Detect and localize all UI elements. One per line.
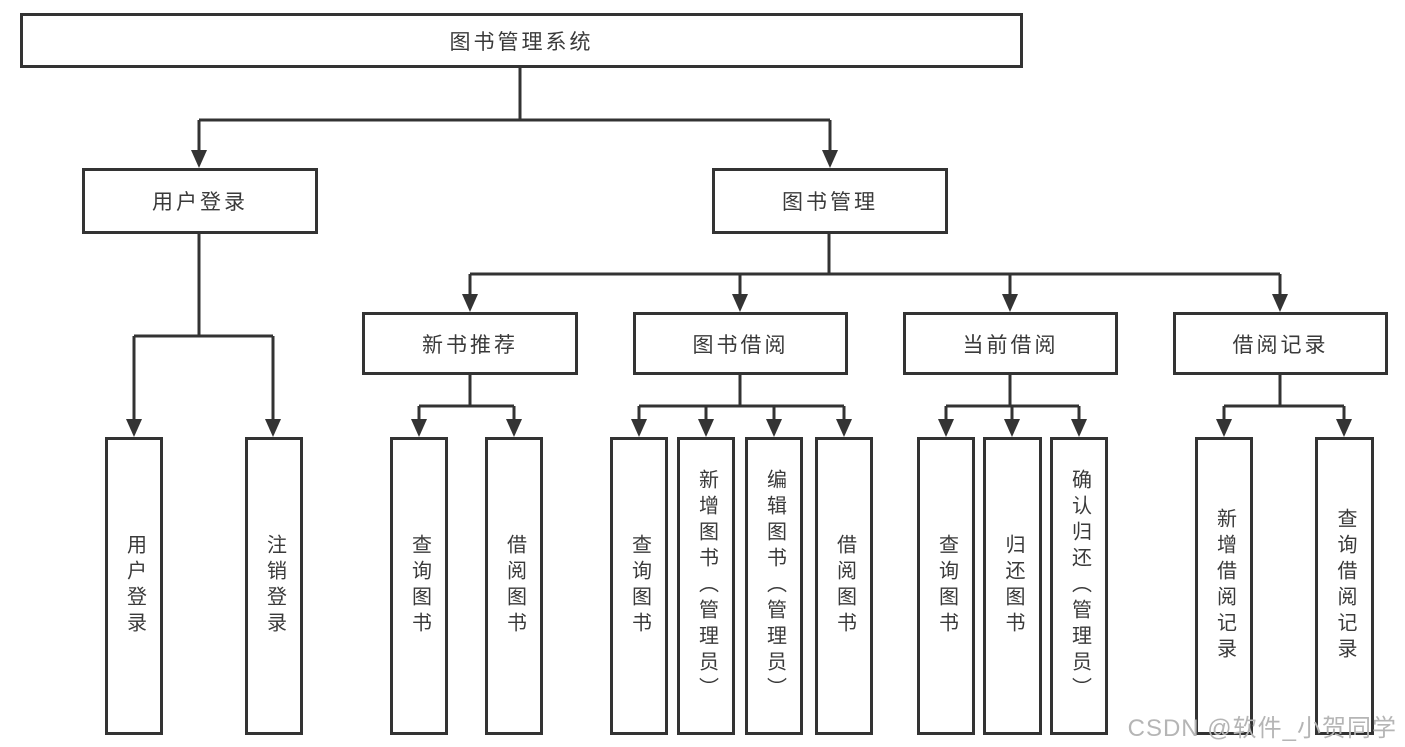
leaf-label: 新增借阅记录 (1213, 508, 1236, 664)
leaf-label: 查询图书 (935, 534, 958, 638)
leaf-label: 归还图书 (1002, 534, 1024, 638)
node-label: 图书借阅 (692, 333, 789, 357)
leaf-user-login: 用户登录 (105, 437, 163, 735)
node-label: 新书推荐 (422, 333, 518, 357)
leaf-label: 借阅图书 (503, 534, 526, 638)
node-new-book-recommend: 新书推荐 (362, 312, 578, 375)
node-book-borrow: 图书借阅 (633, 312, 848, 375)
leaf-recommend-query-books: 查询图书 (390, 437, 448, 735)
leaf-label: 新增图书（管理员） (695, 469, 718, 703)
leaf-records-add-record: 新增借阅记录 (1195, 437, 1253, 735)
leaf-recommend-borrow-books: 借阅图书 (485, 437, 543, 735)
csdn-watermark: CSDN @软件_小贺同学 (1127, 715, 1397, 742)
node-book-management: 图书管理 (712, 168, 948, 234)
leaf-label: 查询图书 (628, 534, 651, 638)
leaf-label: 借阅图书 (833, 534, 856, 638)
leaf-label: 查询图书 (408, 534, 431, 638)
node-label: 图书管理 (782, 191, 878, 214)
node-label: 借阅记录 (1232, 333, 1329, 357)
leaf-borrow-query-books: 查询图书 (610, 437, 668, 735)
node-current-borrow: 当前借阅 (903, 312, 1118, 375)
leaf-logout: 注销登录 (245, 437, 303, 735)
node-label: 当前借阅 (962, 333, 1059, 357)
leaf-label: 编辑图书（管理员） (763, 469, 786, 703)
node-user-login: 用户登录 (82, 168, 318, 234)
node-label: 用户登录 (152, 191, 248, 214)
leaf-borrow-edit-books-admin: 编辑图书（管理员） (745, 437, 803, 735)
leaf-label: 确认归还（管理员） (1068, 469, 1091, 703)
leaf-borrow-add-books-admin: 新增图书（管理员） (677, 437, 735, 735)
node-borrow-records: 借阅记录 (1173, 312, 1388, 375)
leaf-records-query-record: 查询借阅记录 (1315, 437, 1374, 735)
leaf-current-return-books: 归还图书 (983, 437, 1042, 735)
leaf-label: 查询借阅记录 (1334, 508, 1356, 664)
leaf-label: 注销登录 (263, 534, 286, 638)
leaf-current-query-books: 查询图书 (917, 437, 975, 735)
leaf-borrow-borrow-books: 借阅图书 (815, 437, 873, 735)
leaf-current-confirm-return-admin: 确认归还（管理员） (1050, 437, 1108, 735)
node-label: 图书管理系统 (449, 30, 594, 54)
leaf-label: 用户登录 (123, 534, 146, 638)
node-system-root: 图书管理系统 (20, 13, 1023, 68)
arrowheads (126, 150, 1352, 437)
